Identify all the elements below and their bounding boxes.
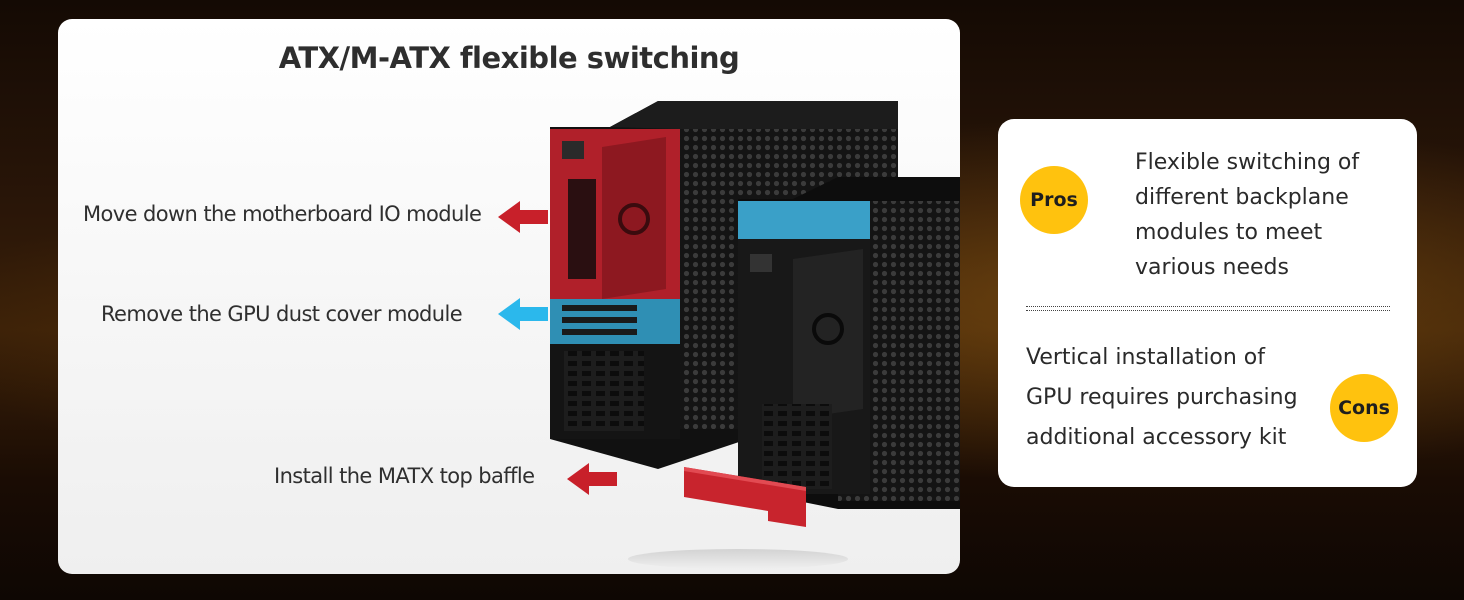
- callout-top-baffle: Install the MATX top baffle: [274, 464, 535, 488]
- arrow-left-red-icon: [498, 201, 548, 233]
- pros-line: different backplane: [1135, 185, 1349, 210]
- pros-line: various needs: [1135, 255, 1289, 280]
- cons-badge: Cons: [1330, 374, 1398, 442]
- divider: [1026, 306, 1390, 311]
- matx-case: [738, 177, 960, 509]
- pros-description: Flexible switching of different backplan…: [1135, 145, 1405, 285]
- pros-line: Flexible switching of: [1135, 150, 1360, 175]
- feature-panel: ATX/M-ATX flexible switching Move down t…: [58, 19, 960, 574]
- cons-line: Vertical installation of: [1026, 345, 1266, 370]
- pc-case-illustration: [550, 101, 960, 569]
- pros-cons-card: Pros Flexible switching of different bac…: [998, 119, 1417, 487]
- arrow-left-blue-icon: [498, 298, 548, 330]
- arrow-left-red-icon: [567, 463, 617, 495]
- matx-top-baffle: [628, 467, 848, 569]
- pros-badge: Pros: [1020, 166, 1088, 234]
- cons-line: GPU requires purchasing: [1026, 385, 1298, 410]
- cons-line: additional accessory kit: [1026, 425, 1287, 450]
- callout-io-module: Move down the motherboard IO module: [83, 202, 482, 226]
- panel-title: ATX/M-ATX flexible switching: [278, 41, 740, 75]
- pros-line: modules to meet: [1135, 220, 1323, 245]
- cons-description: Vertical installation of GPU requires pu…: [1026, 338, 1326, 458]
- callout-gpu-cover: Remove the GPU dust cover module: [101, 302, 463, 326]
